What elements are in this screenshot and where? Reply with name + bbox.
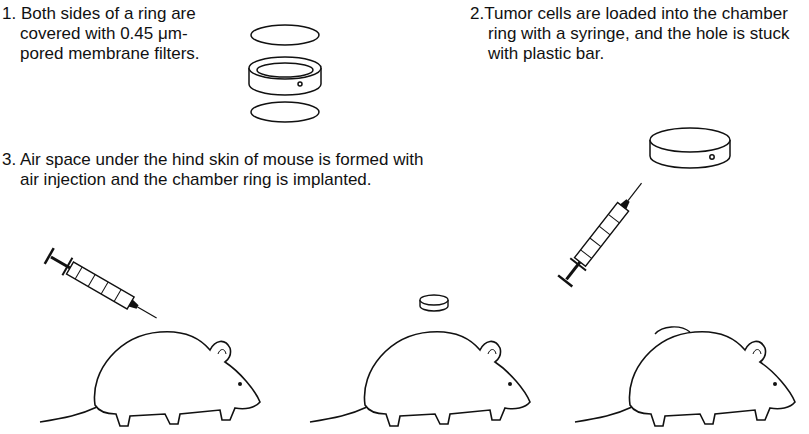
step-text: 3. Air space under the hind skin of mous… [2, 150, 442, 190]
air-syringe [44, 247, 161, 326]
membrane-ring [249, 25, 321, 122]
syringe [557, 177, 649, 287]
mouse-implant [310, 332, 530, 426]
step-text: 1. Both sides of a ring are covered with… [2, 4, 207, 64]
step-text: 2.Tumor cells are loaded into the chambe… [470, 4, 800, 64]
chamber-disc [420, 295, 448, 311]
mouse-injection [40, 332, 260, 426]
chamber-ring [650, 128, 730, 168]
mouse-implanted [575, 332, 795, 426]
implant-bump [655, 327, 690, 334]
